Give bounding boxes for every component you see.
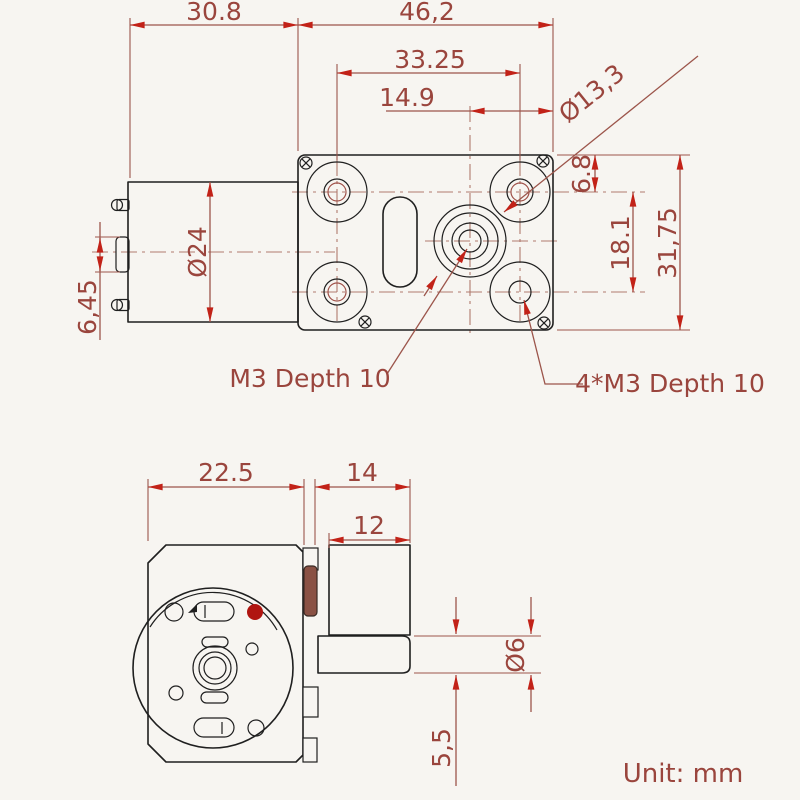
dim-shaft-flat: 5,5 bbox=[427, 597, 460, 786]
mounting-boss-block bbox=[328, 544, 411, 636]
dim-shaft-length: 12 bbox=[329, 511, 410, 544]
dim-hole-offset-top-label: 6.8 bbox=[567, 154, 596, 194]
output-boss bbox=[433, 204, 507, 278]
output-shaft bbox=[317, 635, 411, 674]
dim-plate-width-label: 31,75 bbox=[653, 207, 682, 279]
note-corner-threads-label: 4*M3 Depth 10 bbox=[575, 369, 765, 398]
side-view: 22.5 14 12 Ø6 5,5 bbox=[132, 458, 541, 786]
dim-motor-length-label: 30.8 bbox=[186, 0, 242, 26]
corner-screw-icon bbox=[536, 154, 550, 168]
red-marker-dot bbox=[247, 604, 263, 620]
dim-motor-diameter: Ø24 bbox=[183, 182, 214, 322]
corner-screw-icon bbox=[299, 156, 313, 170]
dim-terminal-boss: 6,45 bbox=[73, 222, 104, 340]
terminal-pin bbox=[110, 298, 130, 312]
corner-screw-icon bbox=[537, 316, 551, 330]
dim-hole-spacing-x-label: 33.25 bbox=[394, 45, 466, 74]
vent-hole bbox=[164, 602, 184, 622]
dim-hole-offset-top: 6.8 bbox=[567, 154, 599, 194]
note-corner-threads: 4*M3 Depth 10 bbox=[523, 299, 765, 398]
dim-plate-width: 31,75 bbox=[653, 155, 684, 330]
housing-tab bbox=[302, 737, 318, 763]
gearbox-plate bbox=[297, 154, 554, 331]
vent-slot bbox=[201, 636, 229, 648]
top-view-extension-lines bbox=[95, 18, 690, 331]
bearing-boss bbox=[192, 645, 238, 691]
dim-boss-diameter: Ø13,3 bbox=[503, 55, 699, 213]
mounting-hole bbox=[306, 261, 368, 323]
dim-body-width-label: 22.5 bbox=[198, 458, 254, 487]
vent-hole bbox=[247, 719, 265, 737]
dim-gearbox-length: 46,2 bbox=[298, 0, 553, 29]
dim-shaft-diameter: Ø6 bbox=[501, 597, 535, 712]
vent-hole bbox=[245, 642, 259, 656]
note-center-thread: M3 Depth 10 bbox=[229, 248, 468, 393]
dim-boss-diameter-label: Ø13,3 bbox=[553, 58, 630, 128]
end-cap-boss bbox=[115, 236, 130, 273]
dim-hole-spacing-y-label: 18.1 bbox=[606, 215, 635, 271]
dim-hole-spacing-y: 18.1 bbox=[606, 192, 637, 292]
dim-body-width: 22.5 bbox=[148, 458, 304, 491]
dim-hole-spacing-x: 33.25 bbox=[337, 45, 520, 77]
gearbox-housing-silhouette bbox=[147, 544, 411, 763]
dim-shaft-length-label: 12 bbox=[353, 511, 385, 540]
side-view-extension-lines bbox=[147, 479, 541, 674]
face-notch bbox=[188, 604, 197, 613]
dim-motor-diameter-label: Ø24 bbox=[183, 226, 212, 278]
terminal-pin bbox=[110, 198, 130, 212]
unit-note: Unit: mm bbox=[623, 759, 744, 789]
dim-terminal-boss-label: 6,45 bbox=[73, 279, 102, 335]
dim-shaft-to-edge-label: 14.9 bbox=[379, 83, 435, 112]
housing-tab bbox=[302, 686, 319, 718]
housing-connector-tab bbox=[303, 565, 318, 617]
top-view-centerlines bbox=[92, 106, 645, 338]
corner-screw-icon bbox=[358, 315, 372, 329]
face-slot bbox=[193, 601, 235, 622]
top-view: 30.8 46,2 33.25 14.9 Ø13,3 6,45 Ø24 bbox=[73, 0, 765, 398]
mounting-hole bbox=[489, 161, 551, 223]
dim-shaft-total: 14 bbox=[315, 458, 410, 491]
end-bell-arc bbox=[149, 591, 278, 631]
motor-face bbox=[132, 587, 294, 749]
dim-shaft-total-label: 14 bbox=[346, 458, 378, 487]
dim-shaft-to-edge: 14.9 bbox=[379, 83, 553, 115]
face-slot bbox=[193, 717, 235, 738]
dim-shaft-flat-label: 5,5 bbox=[427, 728, 456, 768]
mounting-hole bbox=[489, 261, 551, 323]
dim-gearbox-length-label: 46,2 bbox=[399, 0, 455, 26]
vent-slot bbox=[200, 691, 229, 704]
vent-hole bbox=[168, 685, 184, 701]
note-center-thread-label: M3 Depth 10 bbox=[229, 364, 390, 393]
mounting-hole bbox=[306, 161, 368, 223]
plate-slot bbox=[382, 196, 418, 288]
dim-motor-length: 30.8 bbox=[130, 0, 298, 29]
dim-shaft-diameter-label: Ø6 bbox=[501, 637, 530, 673]
